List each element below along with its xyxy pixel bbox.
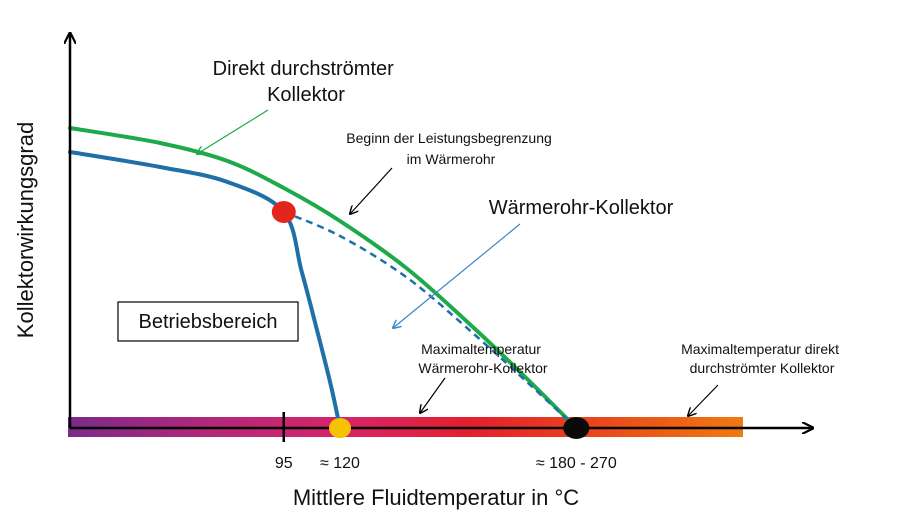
annotation-waermerohr: Wärmerohr-Kollektor bbox=[489, 197, 674, 219]
annotation-arrow-max-direkt bbox=[688, 384, 719, 416]
annotation-arrow-beginn bbox=[350, 167, 393, 214]
annotation-max-direkt: Maximaltemperatur direkt durchströmter K… bbox=[681, 341, 843, 376]
annotation-arrow-waermerohr bbox=[393, 223, 521, 328]
annotation-arrow-direkt bbox=[197, 109, 269, 154]
annotation-max-waermerohr: Maximaltemperatur Wärmerohr-Kollektor bbox=[418, 341, 547, 376]
series-line-waermerohr-dashed bbox=[283, 210, 578, 429]
point-power-limit-start bbox=[271, 201, 296, 223]
series-line-waermerohr bbox=[68, 150, 342, 430]
point-max-temp-waermerohr bbox=[329, 418, 351, 438]
x-tick-label-180-270: ≈ 180 - 270 bbox=[536, 455, 617, 472]
x-axis-title: Mittlere Fluidtemperatur in °C bbox=[293, 485, 579, 510]
region-box bbox=[117, 301, 299, 342]
x-tick-label-95: 95 bbox=[275, 455, 293, 472]
annotation-direkt: Direkt durchströmter Kollektor bbox=[213, 58, 400, 106]
region-label: Betriebsbereich bbox=[139, 311, 278, 333]
series-line-direkt bbox=[68, 126, 579, 430]
annotation-arrow-max-waermerohr bbox=[420, 377, 446, 413]
point-max-temp-direkt bbox=[563, 417, 590, 439]
x-tick-label-120: ≈ 120 bbox=[320, 455, 360, 472]
annotation-beginn: Beginn der Leistungsbegrenzung im Wärmer… bbox=[346, 130, 555, 167]
y-axis-title: Kollektorwirkungsgrad bbox=[13, 122, 38, 338]
